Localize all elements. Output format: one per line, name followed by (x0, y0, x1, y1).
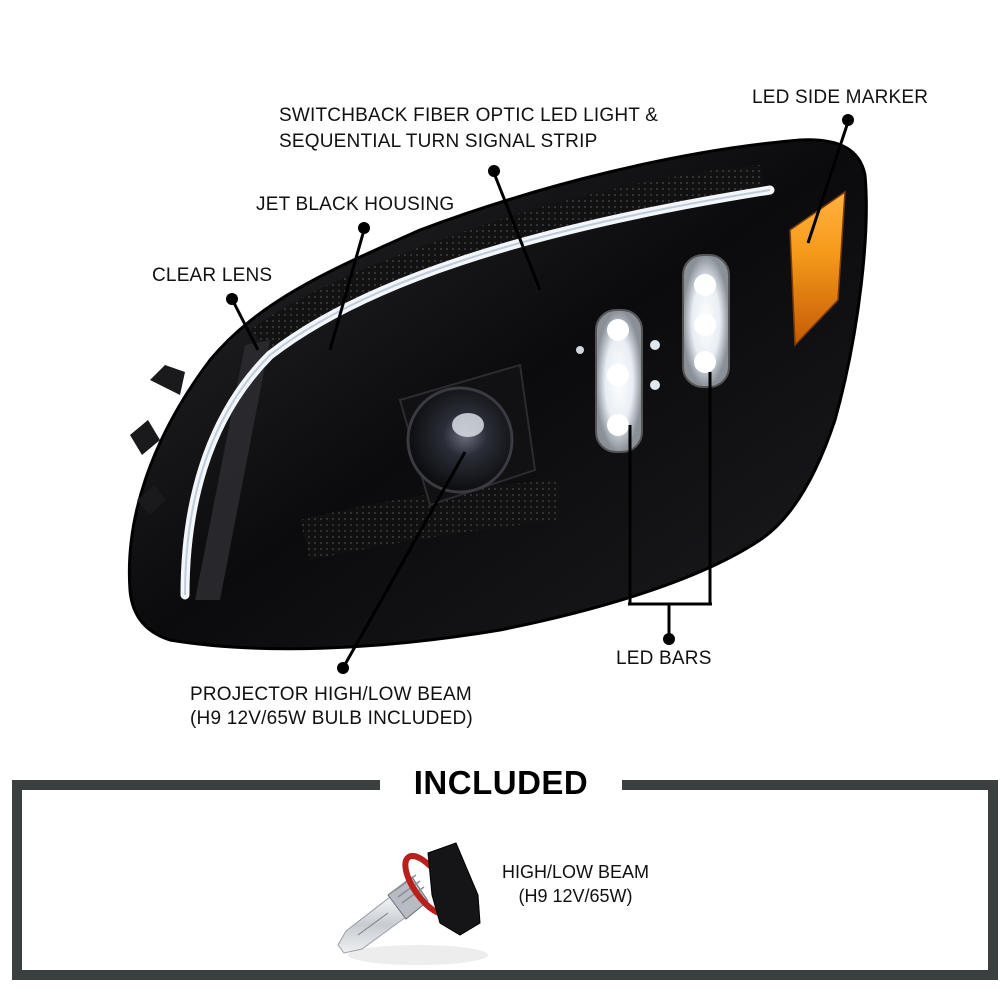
h9-bulb-icon (337, 842, 488, 965)
included-item-text: HIGH/LOW BEAM (H9 12V/65W) (502, 860, 649, 908)
callout-clear-lens: CLEAR LENS (152, 265, 273, 286)
included-box-top-right-rule (622, 780, 988, 790)
included-box-top-left-rule (12, 780, 380, 790)
callout-lines (226, 114, 854, 674)
callout-switchback-line2: SEQUENTIAL TURN SIGNAL STRIP (279, 131, 598, 152)
callout-jet-black-housing: JET BLACK HOUSING (256, 194, 455, 215)
led-bar-left (595, 309, 643, 453)
callout-projector-line2: (H9 12V/65W BULB INCLUDED) (190, 708, 473, 729)
callout-led-bars: LED BARS (616, 648, 712, 669)
included-box (12, 780, 998, 980)
included-title: INCLUDED (413, 764, 589, 801)
led-bar-right (682, 254, 730, 388)
amber-side-marker (789, 190, 846, 347)
headlight-illustration (127, 114, 868, 674)
included-item-line2: (H9 12V/65W) (518, 886, 633, 906)
callout-projector-line1: PROJECTOR HIGH/LOW BEAM (190, 684, 472, 705)
callout-led-side-marker: LED SIDE MARKER (752, 87, 929, 108)
projector-lens (398, 363, 537, 507)
callout-switchback-line1: SWITCHBACK FIBER OPTIC LED LIGHT & (279, 105, 659, 126)
included-item-line1: HIGH/LOW BEAM (502, 862, 650, 882)
